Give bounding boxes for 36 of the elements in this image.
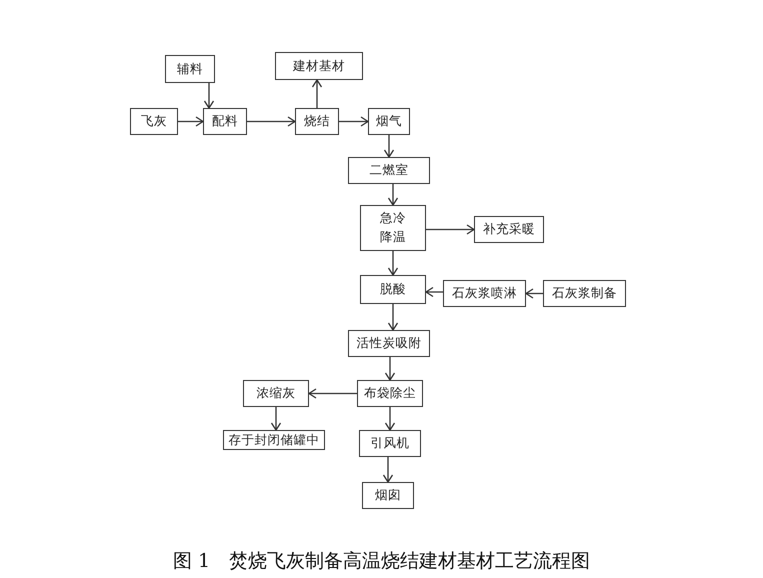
- arrow: [525, 288, 543, 299]
- process-box: 配料: [203, 108, 247, 135]
- process-box: 补充采暖: [474, 216, 544, 243]
- arrow: [270, 407, 282, 431]
- arrow: [308, 388, 357, 399]
- arrow: [204, 83, 214, 109]
- arrow: [426, 224, 475, 235]
- process-box: 存于封闭储罐中: [223, 430, 325, 450]
- process-box: 布袋除尘: [357, 380, 423, 407]
- arrow: [388, 184, 398, 206]
- arrow: [384, 357, 396, 381]
- arrow: [384, 135, 394, 158]
- arrow: [382, 457, 394, 483]
- arrow: [247, 116, 296, 127]
- process-box: 烟气: [368, 108, 410, 135]
- process-box: 建材基材: [275, 52, 363, 80]
- process-box: 急冷降温: [360, 205, 426, 251]
- process-box: 烧结: [295, 108, 339, 135]
- arrow: [178, 116, 204, 127]
- arrow: [425, 286, 443, 298]
- process-box: 辅料: [165, 55, 215, 83]
- process-box: 二燃室: [348, 157, 430, 184]
- arrow: [388, 304, 398, 331]
- figure-caption: 图 1 焚烧飞灰制备高温烧结建材基材工艺流程图: [172, 549, 592, 574]
- arrow: [339, 116, 369, 127]
- process-box: 活性炭吸附: [348, 330, 430, 357]
- process-box: 烟囱: [362, 482, 414, 509]
- process-box: 脱酸: [360, 275, 426, 304]
- process-box: 石灰浆喷淋: [443, 280, 526, 307]
- process-box: 飞灰: [130, 108, 178, 135]
- arrow: [388, 251, 398, 276]
- arrow: [384, 407, 396, 431]
- arrow: [312, 79, 322, 108]
- process-box: 石灰浆制备: [543, 280, 626, 307]
- process-box: 浓缩灰: [243, 380, 309, 407]
- process-box: 引风机: [359, 430, 421, 457]
